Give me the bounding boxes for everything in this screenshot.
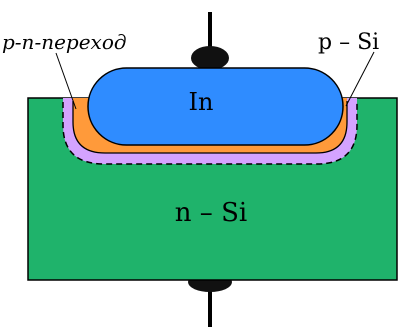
- top-contact: [191, 46, 229, 70]
- indium-label: In: [189, 88, 214, 116]
- p-si-label: p – Si: [318, 30, 379, 55]
- p-si-leader: [345, 51, 375, 107]
- pn-junction-label: p-n-переход: [2, 30, 127, 54]
- pn-junction-leader: [55, 52, 77, 110]
- n-si-label: n – Si: [175, 198, 247, 228]
- indium-pill: [87, 67, 344, 146]
- p-si-outline: [72, 101, 348, 154]
- junction-boundary-dashed: [62, 102, 358, 165]
